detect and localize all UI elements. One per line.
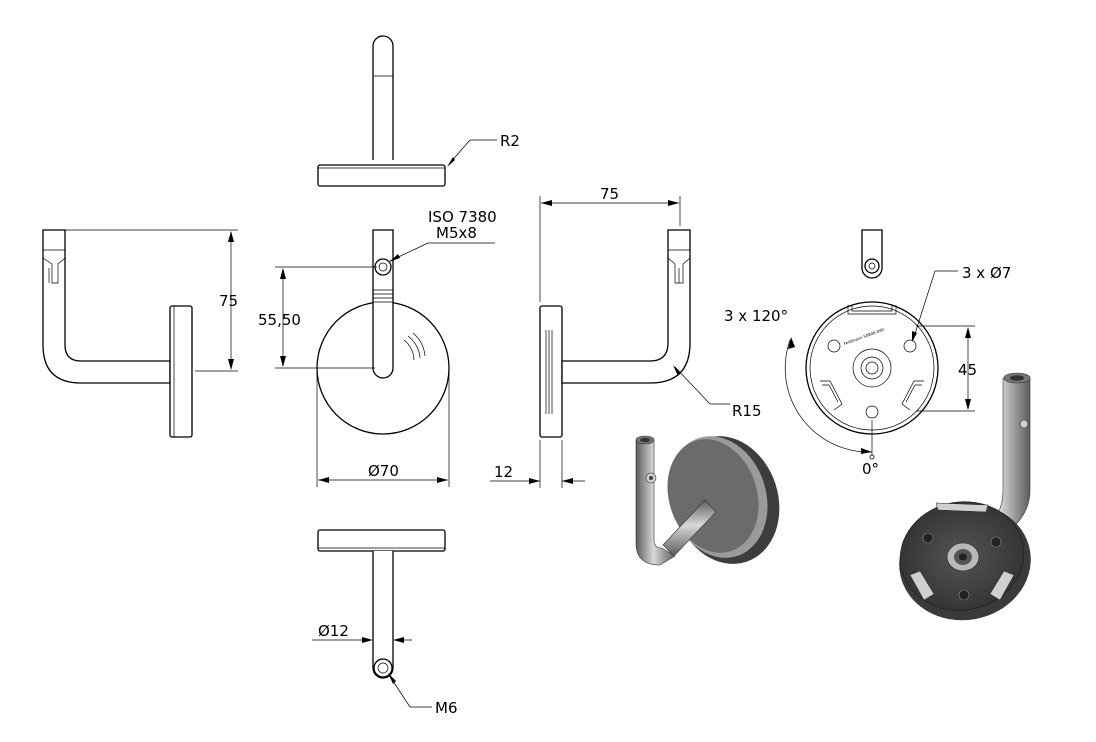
top-view: R2 <box>317 35 520 187</box>
iso-label: ISO 7380 <box>428 208 497 226</box>
r2-label: R2 <box>500 132 520 150</box>
angle-120-label: 3 x 120° <box>724 307 788 325</box>
dim-12: 12 <box>494 463 513 481</box>
dim-75-left: 75 <box>219 292 238 310</box>
dia-70: Ø70 <box>368 462 399 480</box>
angle-0-label: 0° <box>862 460 879 478</box>
holes-dia-label: 3 x Ø7 <box>962 264 1011 282</box>
dim-75-top: 75 <box>600 185 619 203</box>
iso-render-front <box>635 435 780 566</box>
back-view: Feldmann 50806-040 3 x 120° 0° 3 x Ø7 45 <box>724 229 1011 478</box>
dim-55-50: 55,50 <box>258 311 301 329</box>
r15-label: R15 <box>732 402 762 420</box>
m6-label: M6 <box>435 699 458 717</box>
bottom-view: Ø12 M6 <box>312 529 458 717</box>
left-side-view: 75 <box>42 229 238 438</box>
dia-12: Ø12 <box>318 622 349 640</box>
front-view: ISO 7380 M5x8 55,50 Ø70 <box>258 208 497 487</box>
iso-render-back <box>899 372 1031 621</box>
right-side-view: 75 R15 12 <box>490 185 762 488</box>
dim-45: 45 <box>958 361 977 379</box>
screw-size-label: M5x8 <box>436 224 477 242</box>
